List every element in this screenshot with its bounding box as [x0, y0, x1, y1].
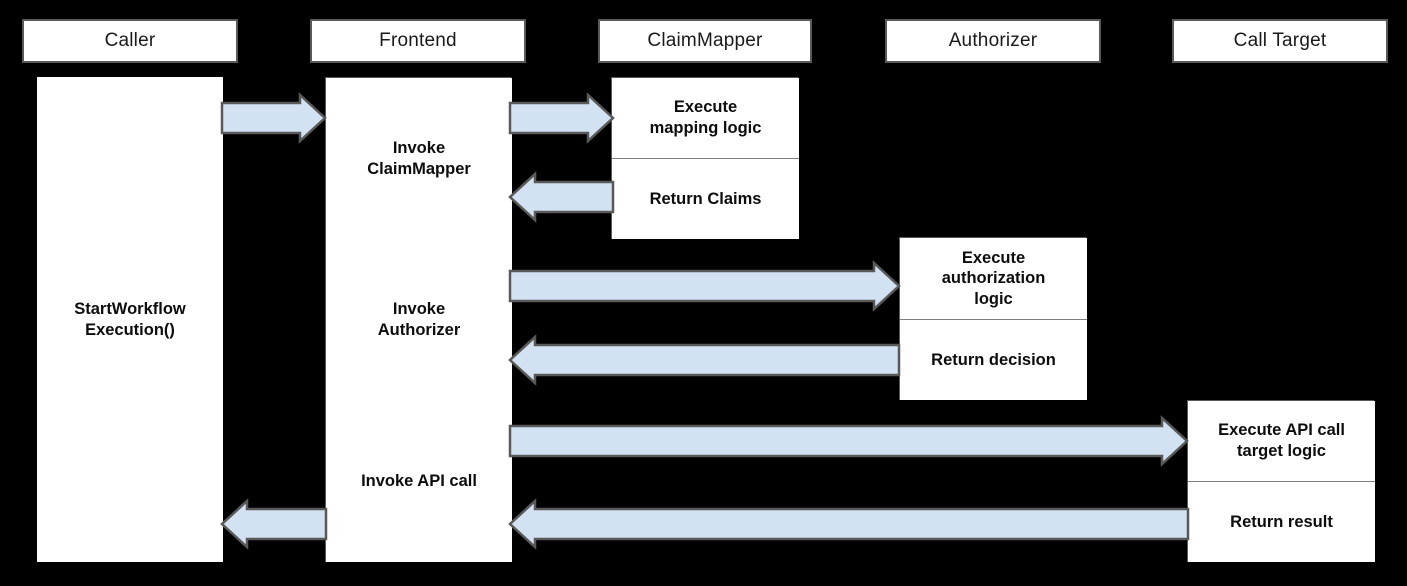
lane-header-claimmapper[interactable]: ClaimMapper: [598, 19, 812, 63]
lane-header-caller-label: Caller: [104, 30, 156, 51]
activation-calltarget-return-result-label: Return result: [1230, 512, 1333, 531]
lane-header-authorizer-label: Authorizer: [948, 30, 1038, 51]
message-arrow-frontend-to-caller[interactable]: [220, 498, 328, 550]
message-arrow-frontend-to-calltarget[interactable]: [508, 415, 1189, 467]
message-arrow-frontend-to-authorizer[interactable]: [508, 260, 901, 312]
lane-header-calltarget[interactable]: Call Target: [1172, 19, 1388, 63]
lane-header-caller[interactable]: Caller: [22, 19, 238, 63]
message-arrow-authorizer-to-frontend[interactable]: [508, 334, 901, 386]
activation-frontend-invoke-api-call-label: Invoke API call: [361, 472, 477, 491]
lane-header-authorizer[interactable]: Authorizer: [885, 19, 1101, 63]
lane-header-calltarget-label: Call Target: [1233, 30, 1327, 51]
lane-header-frontend-label: Frontend: [379, 30, 457, 51]
message-arrow-caller-to-frontend[interactable]: [220, 92, 327, 144]
activation-frontend-invoke-api-call[interactable]: Invoke API call: [326, 401, 512, 562]
message-arrow-claimmapper-to-frontend[interactable]: [508, 171, 615, 223]
activation-calltarget-return-result[interactable]: Return result: [1188, 482, 1375, 562]
activation-claimmapper-return-claims-label: Return Claims: [649, 189, 762, 208]
activation-authorizer-return-decision-label: Return decision: [931, 350, 1056, 369]
activation-claimmapper-return-claims[interactable]: Return Claims: [612, 159, 799, 239]
lane-header-frontend[interactable]: Frontend: [310, 19, 526, 63]
message-arrow-calltarget-to-frontend[interactable]: [508, 498, 1190, 550]
lane-header-claimmapper-label: ClaimMapper: [647, 30, 763, 51]
message-arrow-frontend-to-claimmapper[interactable]: [508, 92, 615, 144]
activation-authorizer-return-decision[interactable]: Return decision: [900, 320, 1087, 400]
